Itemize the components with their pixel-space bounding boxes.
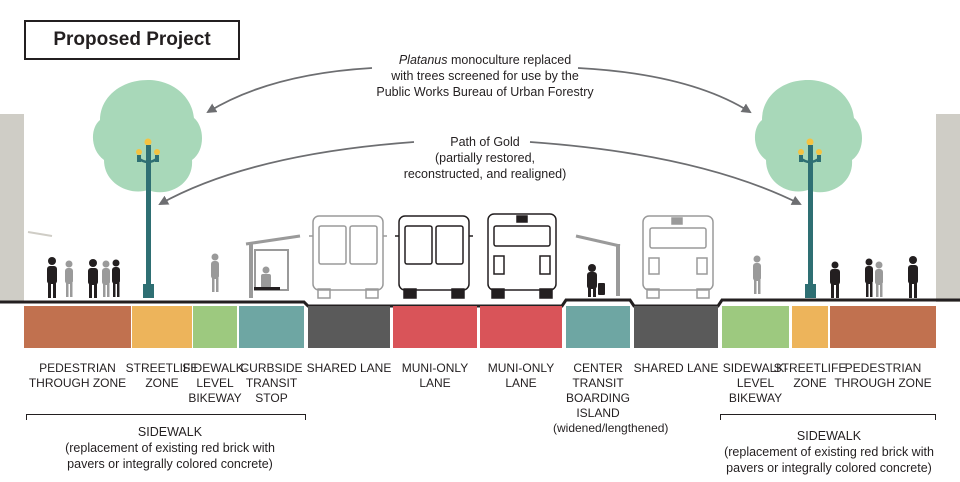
zone-label-11-line-1: STREETLIFE xyxy=(773,361,847,375)
pedestrians-right xyxy=(830,256,918,298)
annotation-trees-line2: with trees screened for use by the xyxy=(391,69,579,83)
building-right xyxy=(936,114,960,302)
sidewalk-right-line2: (replacement of existing red brick with xyxy=(724,445,934,459)
zone-label-5: SHARED LANE xyxy=(298,361,400,376)
zone-band-8 xyxy=(566,306,630,348)
bus-shared-left xyxy=(309,215,387,299)
zone-label-10-line-1: SIDEWALK- xyxy=(722,361,789,375)
transit-shelter-left xyxy=(245,234,301,298)
sidewalk-right-line3: pavers or integrally colored concrete) xyxy=(726,461,932,475)
pedestrians-left xyxy=(47,257,120,298)
zone-band-7 xyxy=(480,306,562,348)
zone-band-10 xyxy=(722,306,789,348)
arrow-trees-left xyxy=(206,67,373,114)
zone-band-12 xyxy=(830,306,936,348)
sidewalk-left-line2: (replacement of existing red brick with xyxy=(65,441,275,455)
sidewalk-left-line3: pavers or integrally colored concrete) xyxy=(67,457,273,471)
zone-band-1 xyxy=(24,306,131,348)
page-title: Proposed Project xyxy=(24,20,240,60)
transit-shelter-center xyxy=(575,234,621,297)
zone-label-4-line-3: STOP xyxy=(255,391,288,405)
zone-label-2-line-1: STREETLIFE xyxy=(125,361,199,375)
building-awning xyxy=(27,231,53,237)
zone-band-6 xyxy=(393,306,477,348)
sidewalk-bracket-right xyxy=(720,414,936,420)
zone-label-6-line-2: LANE xyxy=(419,376,451,390)
zone-label-12-line-2: THROUGH ZONE xyxy=(834,376,932,390)
zone-label-4-line-1: CURBSIDE xyxy=(240,361,303,375)
arrow-gold-left xyxy=(158,141,415,205)
lamp-post-left xyxy=(136,138,160,298)
annotation-gold-line2: (partially restored, xyxy=(434,151,536,165)
bus-shared-right xyxy=(642,215,714,299)
zone-band-11 xyxy=(792,306,828,348)
sidewalk-label-left: SIDEWALK (replacement of existing red br… xyxy=(20,424,320,472)
zone-label-3-line-3: BIKEWAY xyxy=(188,391,242,405)
zone-label-1-line-2: THROUGH ZONE xyxy=(28,376,127,390)
zone-label-10-line-3: BIKEWAY xyxy=(728,391,783,405)
annotation-path-of-gold: Path of Gold (partially restored, recons… xyxy=(360,134,610,182)
zone-label-8-line-2: TRANSIT xyxy=(572,376,624,390)
sidewalk-right-line1: SIDEWALK xyxy=(796,429,862,443)
annotation-trees-italic: Platanus xyxy=(398,53,448,67)
zone-label-8-line-4: (widened/lengthened) xyxy=(553,421,669,435)
zone-label-3-line-2: LEVEL xyxy=(196,376,234,390)
annotation-trees-line1: monoculture replaced xyxy=(447,53,572,67)
ground-profile xyxy=(0,298,960,308)
zone-band-9 xyxy=(634,306,718,348)
zone-label-11-line-2: ZONE xyxy=(793,376,827,390)
sidewalk-left-line1: SIDEWALK xyxy=(137,425,203,439)
bus-muni-left xyxy=(395,215,473,299)
lamp-post-right xyxy=(798,138,822,298)
zone-label-7-line-1: MUNI-ONLY xyxy=(487,361,555,375)
pedestrian-bikeway-right xyxy=(753,255,761,294)
zone-label-8-line-1: CENTER xyxy=(573,361,623,375)
zone-band-2 xyxy=(132,306,192,348)
zone-label-10-line-2: LEVEL xyxy=(736,376,775,390)
zone-label-4-line-2: TRANSIT xyxy=(245,376,298,390)
building-left xyxy=(0,114,24,302)
zone-label-8-line-3: BOARDING ISLAND xyxy=(565,391,630,420)
arrow-trees-right xyxy=(577,67,752,114)
arrow-gold-right xyxy=(529,141,802,205)
sidewalk-bracket-left xyxy=(26,414,306,420)
zone-label-5-line-1: SHARED LANE xyxy=(306,361,392,375)
zone-label-9-line-1: SHARED LANE xyxy=(633,361,719,375)
zone-band-3 xyxy=(193,306,237,348)
annotation-trees: Platanus monoculture replaced with trees… xyxy=(350,52,620,100)
zone-label-2-line-2: ZONE xyxy=(145,376,179,390)
annotation-trees-line3: Public Works Bureau of Urban Forestry xyxy=(376,85,594,99)
zone-label-9: SHARED LANE xyxy=(624,361,728,376)
bus-muni-right xyxy=(487,213,557,299)
zone-band-5 xyxy=(308,306,390,348)
tree-right xyxy=(754,80,862,193)
zone-color-bands xyxy=(24,306,936,348)
annotation-gold-line1: Path of Gold xyxy=(450,135,520,149)
zone-label-3-line-1: SIDEWALK- xyxy=(182,361,248,375)
tree-left xyxy=(92,80,202,193)
pedestrian-bikeway-left xyxy=(211,253,219,292)
sidewalk-label-right: SIDEWALK (replacement of existing red br… xyxy=(700,428,958,476)
zone-label-7-line-2: LANE xyxy=(505,376,537,390)
zone-label-12-line-1: PEDESTRIAN xyxy=(844,361,922,375)
zone-label-6-line-1: MUNI-ONLY xyxy=(401,361,469,375)
zone-band-4 xyxy=(239,306,304,348)
zone-label-1-line-1: PEDESTRIAN xyxy=(39,361,116,375)
annotation-gold-line3: reconstructed, and realigned) xyxy=(403,167,567,181)
